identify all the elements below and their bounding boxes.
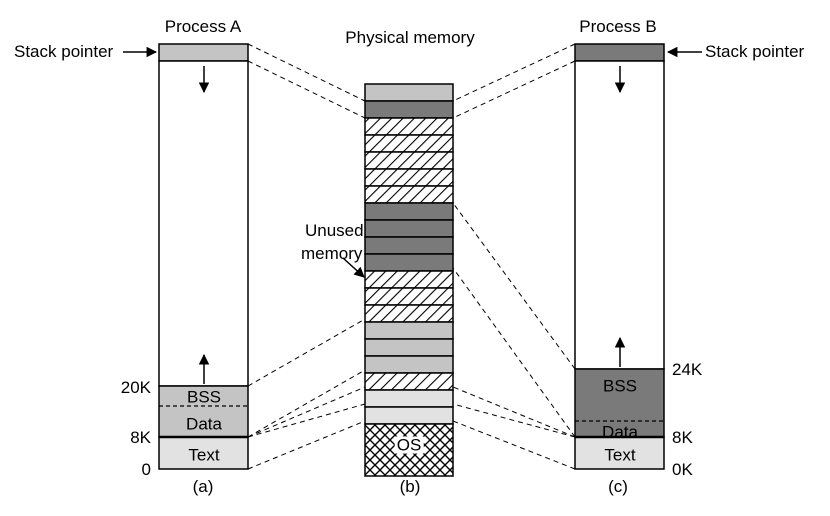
unused-memory-label-line1: Unused <box>305 221 364 240</box>
process-b-text-label: Text <box>604 445 636 465</box>
physical-memory-block-process-a-0 <box>364 83 454 102</box>
os-label: OS <box>394 435 424 455</box>
process-a-title: Process A <box>164 17 242 36</box>
process-b-data-label: Data <box>602 422 638 442</box>
physical-memory-block-unused-13 <box>364 304 454 323</box>
physical-memory-block-unused-11 <box>364 270 454 289</box>
physical-memory-block-unused-2 <box>364 117 454 136</box>
process-b-column <box>574 43 702 470</box>
map-a-data-to-phys <box>247 369 366 438</box>
physical-memory-block-unused-5 <box>364 168 454 187</box>
physical-memory-block-text-18 <box>364 389 454 408</box>
physical-memory-block-text-19 <box>364 406 454 425</box>
map-b-data-to-text <box>452 386 576 438</box>
stack-pointer-b-label: Stack pointer <box>705 42 805 61</box>
process-b-text-segment <box>574 436 665 470</box>
process-a-text-label: Text <box>188 445 220 465</box>
map-b-stack-top <box>452 43 576 102</box>
caption-c: (c) <box>608 477 628 496</box>
map-b-bss-to-unused <box>452 267 576 438</box>
physical-memory-block-unused-12 <box>364 287 454 306</box>
physical-memory-block-process-a-16 <box>364 355 454 374</box>
map-a-text-top <box>247 403 366 438</box>
mapping-lines <box>247 43 576 470</box>
process-a-bss-label: BSS <box>186 387 222 407</box>
map-b-text-top <box>452 403 576 438</box>
map-b-stack-bottom <box>452 60 576 119</box>
physical-memory-block-process-a-14 <box>364 321 454 340</box>
physical-memory-block-process-b-10 <box>364 253 454 272</box>
process-a-bss-data-segment <box>158 385 249 438</box>
process-a-free-space <box>158 60 249 387</box>
process-b-24k-label: 24K <box>672 360 703 379</box>
process-b-free-space <box>574 60 665 370</box>
physical-memory-block-unused-6 <box>364 185 454 204</box>
map-a-data-to-text <box>247 386 366 438</box>
physical-memory-block-unused-17 <box>364 372 454 391</box>
map-a-stack-bottom <box>247 60 366 119</box>
physical-memory-block-process-b-9 <box>364 236 454 255</box>
unused-memory-label-line2: memory <box>301 244 363 263</box>
process-a-text-segment <box>158 436 249 470</box>
caption-b: (b) <box>399 477 421 496</box>
map-a-stack-top <box>247 43 366 102</box>
physical-memory-block-process-a-15 <box>364 338 454 357</box>
physical-memory-block-process-b-8 <box>364 219 454 238</box>
process-a-column <box>123 43 249 470</box>
stack-pointer-a-label: Stack pointer <box>14 42 114 61</box>
unused-memory-arrow <box>342 257 365 278</box>
physical-memory-block-process-b-7 <box>364 202 454 221</box>
physical-memory-column <box>364 83 454 477</box>
process-a-20k-label: 20K <box>120 378 151 397</box>
process-a-stack-segment <box>158 43 249 62</box>
process-b-title: Process B <box>579 17 657 36</box>
process-b-8k-label: 8K <box>672 428 693 447</box>
physical-memory-block-unused-4 <box>364 151 454 170</box>
process-b-0k-label: 0K <box>672 460 693 479</box>
process-a-8k-label: 8K <box>130 428 151 447</box>
process-a-0-label: 0 <box>141 460 151 479</box>
caption-a: (a) <box>192 477 214 496</box>
physical-memory-block-process-b-1 <box>364 100 454 119</box>
process-b-bss-label: BSS <box>602 376 638 396</box>
map-a-text-bottom <box>247 420 366 470</box>
physical-memory-block-unused-3 <box>364 134 454 153</box>
process-b-stack-segment <box>574 43 665 62</box>
map-b-text-bottom <box>452 420 576 470</box>
map-a-bss-top <box>247 318 366 387</box>
process-a-data-label: Data <box>186 414 222 434</box>
map-b-bss-top <box>452 202 576 370</box>
physical-memory-title: Physical memory <box>345 28 475 47</box>
